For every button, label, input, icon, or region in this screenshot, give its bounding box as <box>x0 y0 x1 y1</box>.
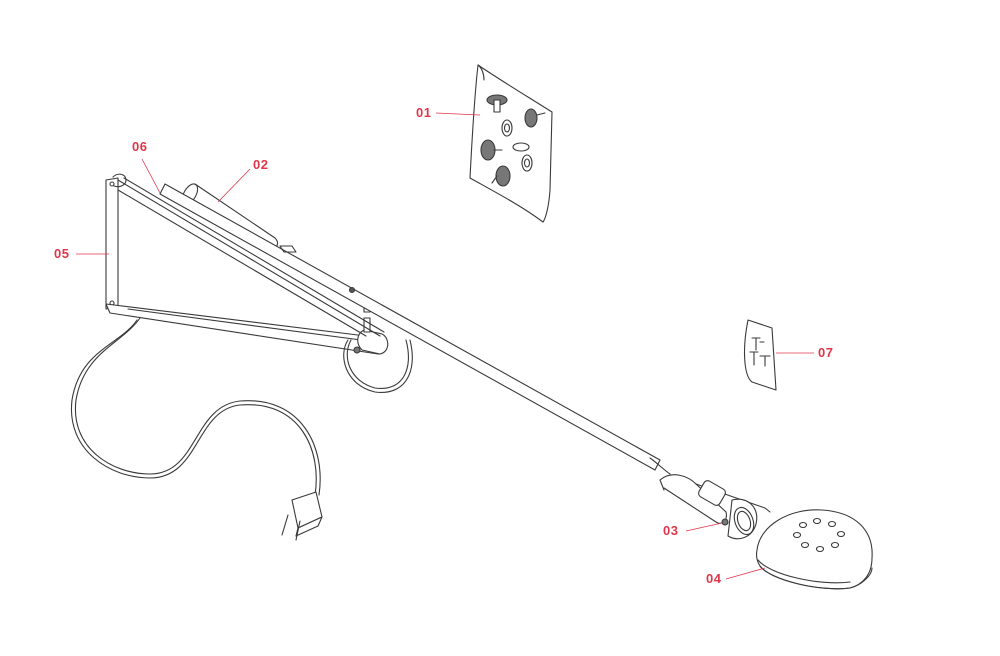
part-label-01: 01 <box>416 105 432 120</box>
part-label-05: 05 <box>54 246 70 261</box>
wall-mount-plate-icon <box>469 64 553 223</box>
tension-cable-icon <box>117 177 385 337</box>
leader-01 <box>435 112 481 116</box>
part-label-02: 02 <box>253 157 269 172</box>
main-arm <box>159 183 671 475</box>
power-cord <box>70 317 413 496</box>
screw-pack-icon <box>744 319 777 391</box>
vertical-bracket-icon <box>105 173 389 355</box>
leader-02 <box>217 168 251 203</box>
part-label-04: 04 <box>706 571 722 586</box>
leader-06 <box>141 158 161 194</box>
plug-icon <box>281 491 323 541</box>
part-label-06: 06 <box>132 139 148 154</box>
leader-04 <box>725 567 766 580</box>
lamp-shade-icon <box>755 509 873 590</box>
leader-03 <box>685 522 723 532</box>
part-label-03: 03 <box>663 523 679 538</box>
bulb-socket-icon <box>659 474 771 540</box>
part-label-07: 07 <box>818 345 834 360</box>
